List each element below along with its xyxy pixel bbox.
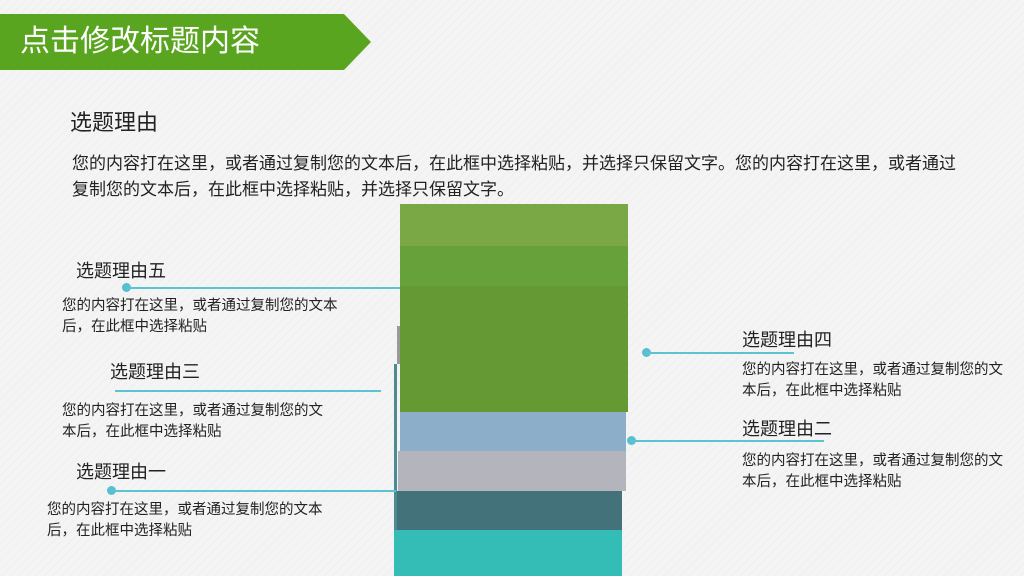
stack-layer-slate [396,491,622,530]
reason-two-text[interactable]: 您的内容打在这里，或者通过复制您的文本后，在此框中选择粘贴 [742,453,1003,490]
stack-layer-green-main [400,286,628,412]
reason-five-text[interactable]: 您的内容打在这里，或者通过复制您的文本后，在此框中选择粘贴 [62,298,338,335]
reason-four-title[interactable]: 选题理由四 [742,330,832,351]
stack-layer-teal [394,530,622,576]
reason-five-title[interactable]: 选题理由五 [76,261,166,282]
reason-one-connector [111,490,396,492]
section-heading[interactable]: 选题理由 [70,111,159,136]
reason-four-connector [646,352,794,354]
stack-edge-line [394,364,397,530]
reason-three-title[interactable]: 选题理由三 [110,362,200,383]
page-title[interactable]: 点击修改标题内容 [20,24,260,59]
reason-five-connector [126,287,400,289]
reason-two-connector [631,440,824,442]
reason-three-connector [115,390,381,392]
reason-two-title[interactable]: 选题理由二 [742,419,832,440]
stack-layer-green-top [400,204,628,246]
reason-one-text[interactable]: 您的内容打在这里，或者通过复制您的文本后，在此框中选择粘贴 [47,502,323,539]
reason-three-text[interactable]: 您的内容打在这里，或者通过复制您的文本后，在此框中选择粘贴 [62,403,323,440]
title-banner: 点击修改标题内容 [0,14,371,70]
stack-layer-green-mid [400,246,628,286]
reason-four-text[interactable]: 您的内容打在这里，或者通过复制您的文本后，在此框中选择粘贴 [742,362,1003,399]
stack-layer-gray [398,451,626,491]
stack-edge-line [397,326,400,364]
reason-one-title[interactable]: 选题理由一 [76,462,166,483]
section-body-text[interactable]: 您的内容打在这里，或者通过复制您的文本后，在此框中选择粘贴，并选择只保留文字。您… [72,154,956,200]
stack-layer-blue [400,412,626,451]
